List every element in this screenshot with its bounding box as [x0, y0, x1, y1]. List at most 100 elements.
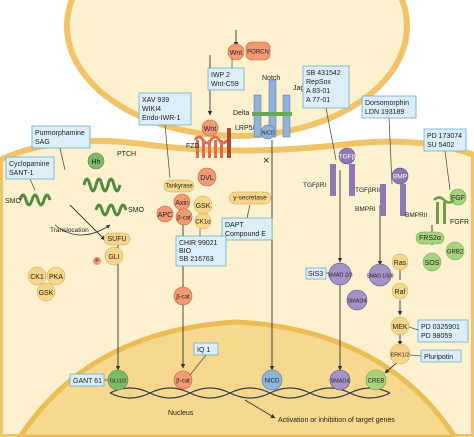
dna-helix: [109, 387, 391, 399]
drug-a8301: A 83-01: [306, 88, 330, 95]
phosphate-node: [93, 257, 101, 265]
drug-ldn193189: LDN 193189: [365, 109, 404, 116]
ras-label: Ras: [394, 260, 407, 267]
smad23-node: [328, 262, 352, 286]
wnt-ligand-group: Wnt PORCN Wnt: [201, 41, 271, 137]
drug-box-pluripotin: Pluripotin: [420, 349, 462, 363]
drug-purmorphamine: Purmorphamine: [35, 130, 85, 137]
grb2-label: GRB2: [447, 250, 464, 256]
bmp-label: BMP: [393, 174, 407, 181]
ck1-node: [27, 266, 47, 286]
bcat-cyto-node: [173, 286, 193, 306]
gli-label: GLI: [108, 254, 119, 261]
sos-node: [422, 252, 442, 272]
phosphate-label: P: [95, 258, 99, 264]
drug-cyclopamine: Cyclopamine: [9, 161, 50, 168]
sos-label: SOS: [425, 260, 440, 267]
drug-su5402: SU 5402: [427, 142, 454, 149]
gamma-secretase-group: γ-secretase ×: [228, 155, 272, 205]
wnt-ligand-receptor: [201, 119, 219, 137]
bcat-nucleus-node: [173, 370, 193, 390]
tgfbrii-receptor: [349, 164, 355, 196]
tankyrase-label: Tankyrase: [165, 184, 193, 190]
nicd-membrane-label: NICD: [262, 130, 275, 136]
drug-xav939: XAV 939: [142, 97, 169, 104]
smo-label-right: SMO: [128, 207, 145, 214]
gsk-hh-label: GSK: [39, 290, 54, 297]
drug-wiki4: WIKI4: [142, 106, 161, 113]
tgf-bmp-group: TGFβ TGFβRI TGFβRII BMP BMPRI BMPRII SMA…: [303, 147, 428, 311]
hedgehog-group: Hh PTCH SMO SMO Translocation SUFU GLI P…: [5, 151, 145, 302]
drug-gant61: GANT 61: [73, 378, 102, 385]
drug-repsox: RepSox: [306, 79, 331, 86]
target-genes-label: Activation or inhibition of target genes: [278, 417, 395, 424]
drug-pd0325901: PD 0325901: [421, 324, 460, 331]
drug-box-pd0325901: PD 0325901 PD 98059: [417, 319, 469, 343]
gli12-label: GLI1/2: [110, 378, 127, 384]
creb-label: CREB: [368, 379, 385, 385]
drug-pd173074: PD 173074: [427, 133, 462, 140]
fgf-group: FGF FGFR FRS2α GRB2 SOS Ras Raf MEK ERK1…: [389, 188, 469, 365]
drug-box-chir: CHIR 99021 BIO SB 216763: [175, 235, 227, 267]
apc-label: APC: [158, 212, 172, 219]
apc-node: [156, 205, 174, 223]
tgfbri-label: TGFβRI: [303, 182, 326, 189]
smo-label-left: SMO: [5, 198, 22, 205]
frs2a-label: FRS2α: [419, 235, 441, 242]
wnt-label-top: Wnt: [230, 50, 243, 57]
notch-binding-band: [252, 112, 292, 116]
drug-box-dorsomorphin: Dorsomorphin LDN 193189: [361, 95, 417, 119]
drug-sis3: SIS3: [308, 271, 323, 278]
gsk-hh-node: [36, 282, 56, 302]
notch-label: Notch: [262, 75, 280, 82]
inhibitor-lines: [29, 58, 451, 381]
gsk-wnt-label: GSK: [196, 203, 211, 210]
drug-box-dapt: DAPT Compound E: [221, 217, 273, 241]
drug-bio: BIO: [179, 248, 192, 255]
drug-box-sis3: SIS3: [305, 267, 327, 280]
raf-node: [391, 282, 409, 300]
tankyrase-node: [163, 179, 195, 193]
bcat-nucleus-label: β-cat: [176, 379, 190, 385]
porcn-label: PORCN: [247, 50, 269, 56]
drug-endo-iwr1: Endo-IWR-1: [142, 115, 181, 122]
drug-a7701: A 77-01: [306, 97, 330, 104]
nucleus-label: Nucleus: [168, 410, 194, 417]
drug-dorsomorphin: Dorsomorphin: [365, 100, 409, 107]
erk-node: [389, 343, 411, 365]
bcat-complex-node: [175, 208, 193, 226]
wnt-label-receptor: Wnt: [204, 126, 217, 133]
ck1a-node: [194, 212, 212, 230]
bcat-complex-label: β-cat: [177, 216, 191, 222]
lrp-label: LRP5/6: [235, 125, 258, 132]
drug-box-cyclopamine: Cyclopamine SANT-1: [5, 156, 55, 180]
sufu-node: [103, 232, 131, 246]
ck1-label: CK1: [30, 274, 44, 281]
smad4-nucleus-label: SMAD4: [331, 378, 350, 384]
drug-iq1: IQ 1: [197, 347, 210, 354]
drug-dapt: DAPT: [225, 222, 244, 229]
pka-node: [46, 266, 66, 286]
gli-node: [104, 246, 124, 266]
delta-label: Delta: [233, 110, 249, 117]
drug-chir99021: CHIR 99021: [179, 240, 218, 247]
gamma-secretase-node: [228, 191, 272, 205]
drug-sb216763: SB 216763: [179, 256, 214, 263]
frizzled-receptor: LRP5/6 FZD: [186, 125, 258, 158]
drug-box-sb431542: SB 431542 RepSox A 83-01 A 77-01: [302, 65, 350, 109]
smad158-node: [368, 263, 392, 287]
dvl-label: DVL: [200, 175, 214, 182]
tgfbrii-label: TGFβRII: [355, 187, 380, 194]
cleavage-mark: ×: [263, 155, 269, 167]
drug-sag: SAG: [35, 139, 50, 146]
grb2-node: [445, 241, 465, 261]
wnt-ligand-top: [227, 43, 245, 61]
bmprii-label: BMPRII: [405, 212, 428, 219]
smo-receptor-left: [18, 193, 52, 207]
nicd-node: [261, 369, 283, 391]
drug-iwp2: IWP 2: [211, 72, 230, 79]
drug-box-iwp: IWP 2 Wnt-C59: [207, 67, 245, 91]
smad4-cyto-label: SMAD4: [348, 298, 367, 304]
